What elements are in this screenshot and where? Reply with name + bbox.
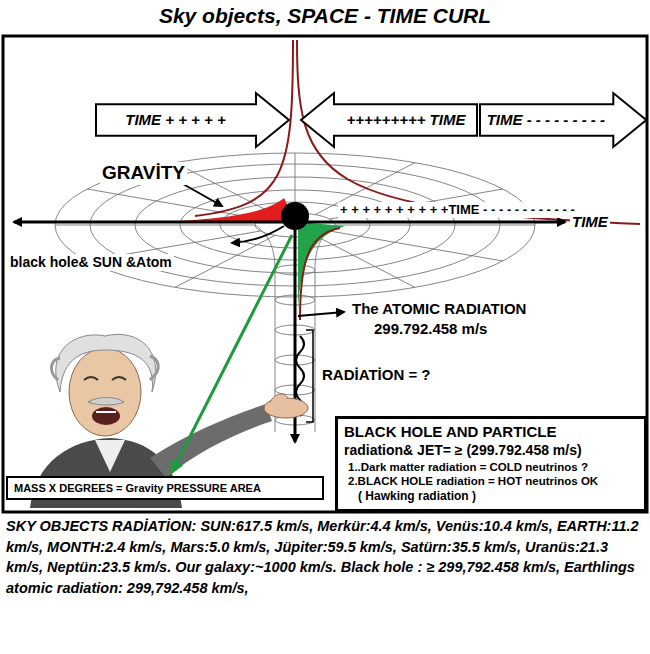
- arrow-label-holder: TIME - - - - - - - - -: [487, 111, 605, 129]
- radiation-label: The ATOMIC RADIATION: [350, 300, 528, 318]
- frame: [3, 36, 647, 512]
- info-box: BLACK HOLE AND PARTICLEradiation& JET= ≥…: [335, 416, 647, 512]
- atomic-pointer: [298, 312, 344, 316]
- einstein-figure-part: [150, 404, 272, 478]
- spacetime-grid-part: [175, 163, 275, 215]
- time-arrow: TIME - - - - - - - - -: [479, 92, 647, 148]
- radiation-label: RADİATİON = ?: [320, 366, 432, 384]
- speed-label: 299.792.458 m/s: [372, 320, 489, 338]
- einstein-figure-part: [270, 394, 288, 402]
- box-text: radiation& JET= ≥ (299.792.458 m/s): [344, 441, 638, 459]
- einstein-figure-part: [95, 440, 125, 472]
- curvature-lines-part: [300, 228, 340, 320]
- time-arrow: TIME + + + + +: [95, 92, 290, 148]
- speed-list: SKY OBJECTS RADİATİON: SUN:617.5 km/s, M…: [6, 516, 644, 598]
- pressure-arrow: [172, 235, 292, 472]
- arrow-label: +++++++++ TIME: [347, 111, 466, 129]
- einstein-figure-part: [96, 411, 116, 413]
- box-heading: BLACK HOLE AND PARTICLE: [344, 422, 638, 442]
- spacetime-grid-part: [315, 235, 415, 287]
- pointer-arrow: [232, 226, 284, 243]
- curvature-lines: [195, 40, 640, 320]
- einstein-figure-part: [88, 398, 124, 406]
- gravity-area: [150, 198, 295, 222]
- axis-label: TIME: [570, 213, 610, 231]
- arrow-label-holder: TIME + + + + +: [125, 111, 225, 129]
- diagram-title: Sky objects, SPACE - TIME CURL: [0, 4, 650, 28]
- list-item: 1..Dark matter radiation = COLD neutrino…: [344, 460, 638, 475]
- arrow-outline: [301, 93, 477, 147]
- note-box: MASS X DEGREES = Gravity PRESSURE AREA: [6, 476, 324, 500]
- arrow-label: TIME - - - - - - - - -: [487, 111, 605, 129]
- box-note: ( Hawking radiation ): [344, 489, 638, 505]
- object-label: black hole& SUN &Atom: [8, 254, 174, 271]
- box-text: MASS X DEGREES = Gravity PRESSURE AREA: [14, 481, 316, 495]
- spacetime-grid-part: [55, 225, 255, 226]
- list-item: 2.BLACK HOLE radiation = HOT neutrinos O…: [344, 474, 638, 489]
- spacetime-grid-part: [335, 225, 535, 226]
- force-label: GRAVİTY: [100, 162, 187, 185]
- arrow-outline: [480, 93, 646, 147]
- einstein-figure-part: [84, 377, 126, 380]
- black-hole: [281, 202, 309, 230]
- arrow-label: TIME + + + + +: [125, 111, 225, 129]
- axis-label: + + + + + + + + + +TIME - - - - - - - - …: [338, 202, 577, 218]
- einstein-figure-part: [92, 407, 120, 425]
- einstein-figure-part: [56, 334, 156, 392]
- arrow-label-holder: +++++++++ TIME: [347, 111, 466, 129]
- spacetime-grid-part: [315, 225, 335, 432]
- einstein-figure-part: [51, 356, 158, 380]
- einstein-figure-part: [69, 348, 141, 436]
- time-arrow: +++++++++ TIME: [300, 92, 478, 148]
- arrow-outline: [96, 93, 289, 147]
